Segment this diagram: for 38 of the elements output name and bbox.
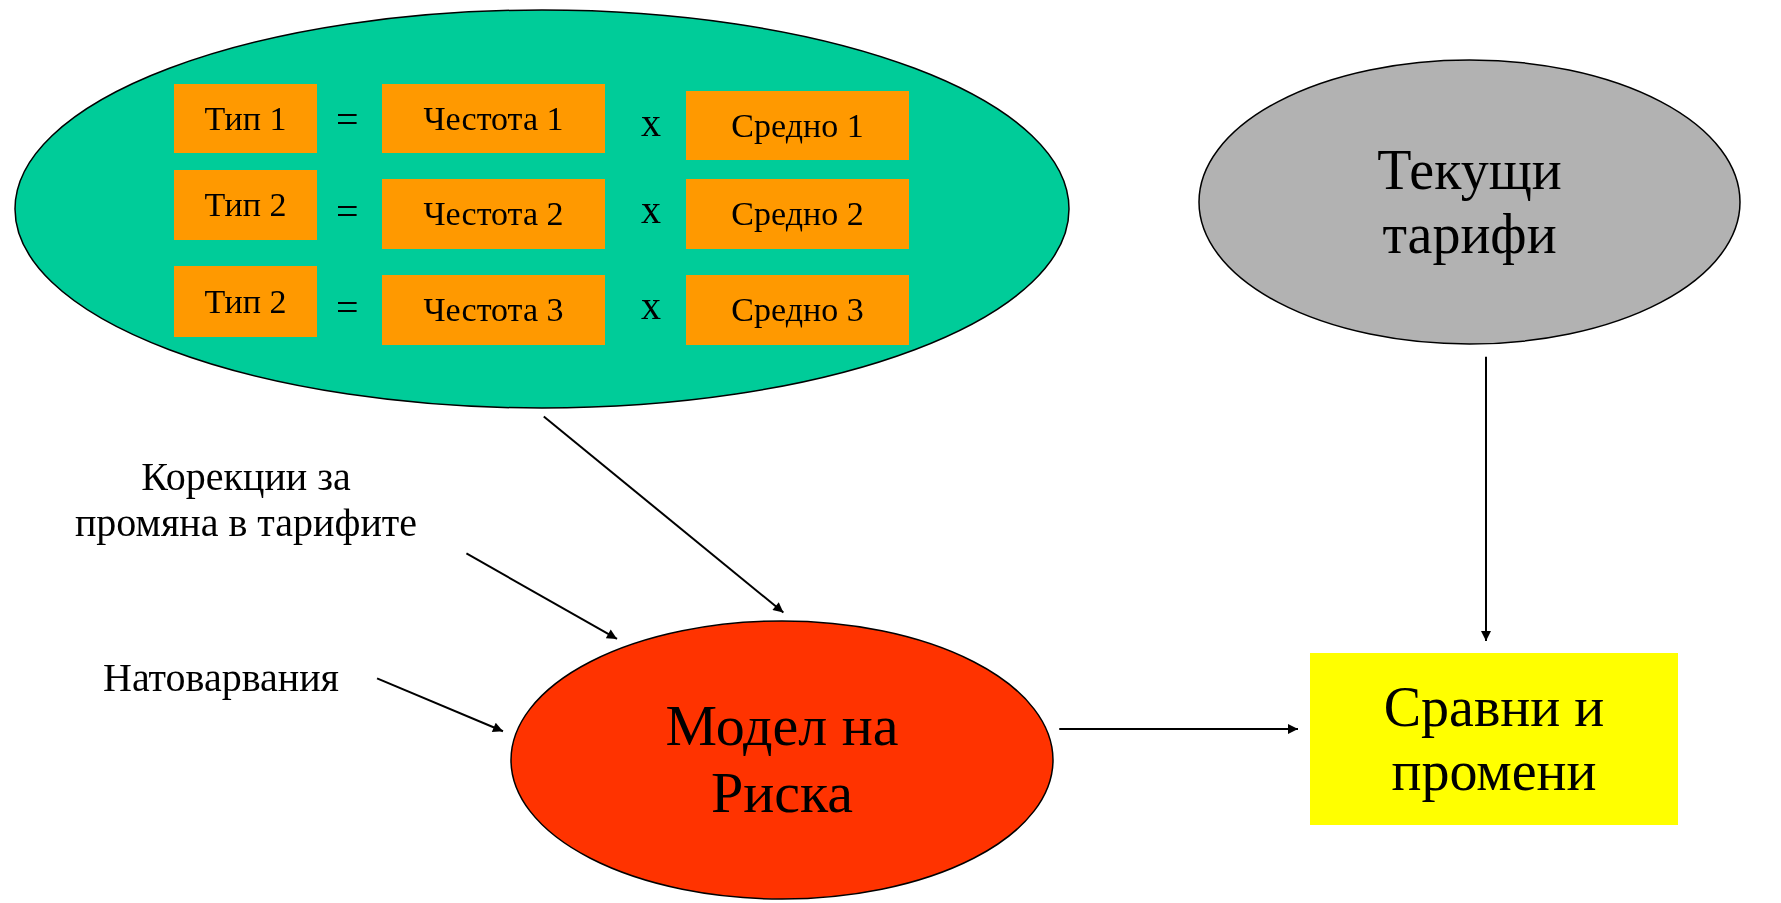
node-label: Честота 2 xyxy=(423,194,564,234)
node-label: Средно 2 xyxy=(731,194,864,234)
formula-box xyxy=(686,91,909,160)
node-label: Честота 3 xyxy=(423,290,564,330)
arrow xyxy=(376,677,504,733)
node-label: Модел на Риска xyxy=(664,693,900,827)
formula-box xyxy=(174,266,317,337)
multiply-sign: x xyxy=(641,190,661,230)
risk-model-ellipse xyxy=(510,620,1054,900)
node-label: Средно 3 xyxy=(731,290,864,330)
node-label: Тип 2 xyxy=(204,281,287,322)
equals-sign: = xyxy=(336,192,359,232)
node-label: Честота 1 xyxy=(423,98,564,139)
formula-box xyxy=(382,275,605,345)
arrow xyxy=(1058,724,1299,734)
node-label: Текущи тарифи xyxy=(1376,137,1563,267)
node-label: Тип 1 xyxy=(204,98,287,139)
arrow xyxy=(542,415,785,614)
formula-box xyxy=(686,179,909,249)
formula-box xyxy=(174,170,317,240)
multiply-sign: x xyxy=(641,286,661,326)
input-label: Корекции за промяна в тарифите xyxy=(73,454,419,546)
formula-box xyxy=(382,84,605,153)
node-label: Тип 2 xyxy=(204,185,287,225)
arrow xyxy=(1481,355,1491,642)
node-label: Сравни и промени xyxy=(1382,674,1606,804)
arrow xyxy=(465,552,618,640)
equals-sign: = xyxy=(336,288,359,328)
formula-box xyxy=(174,84,317,153)
equals-sign: = xyxy=(336,100,359,140)
tariff-ellipse xyxy=(1198,59,1741,345)
formula-box xyxy=(686,275,909,345)
formula-box xyxy=(382,179,605,249)
formula-ellipse xyxy=(14,9,1070,409)
compare-box xyxy=(1310,653,1678,825)
input-label: Натоварвания xyxy=(103,654,339,701)
multiply-sign: x xyxy=(641,103,661,143)
node-label: Средно 1 xyxy=(731,105,864,146)
